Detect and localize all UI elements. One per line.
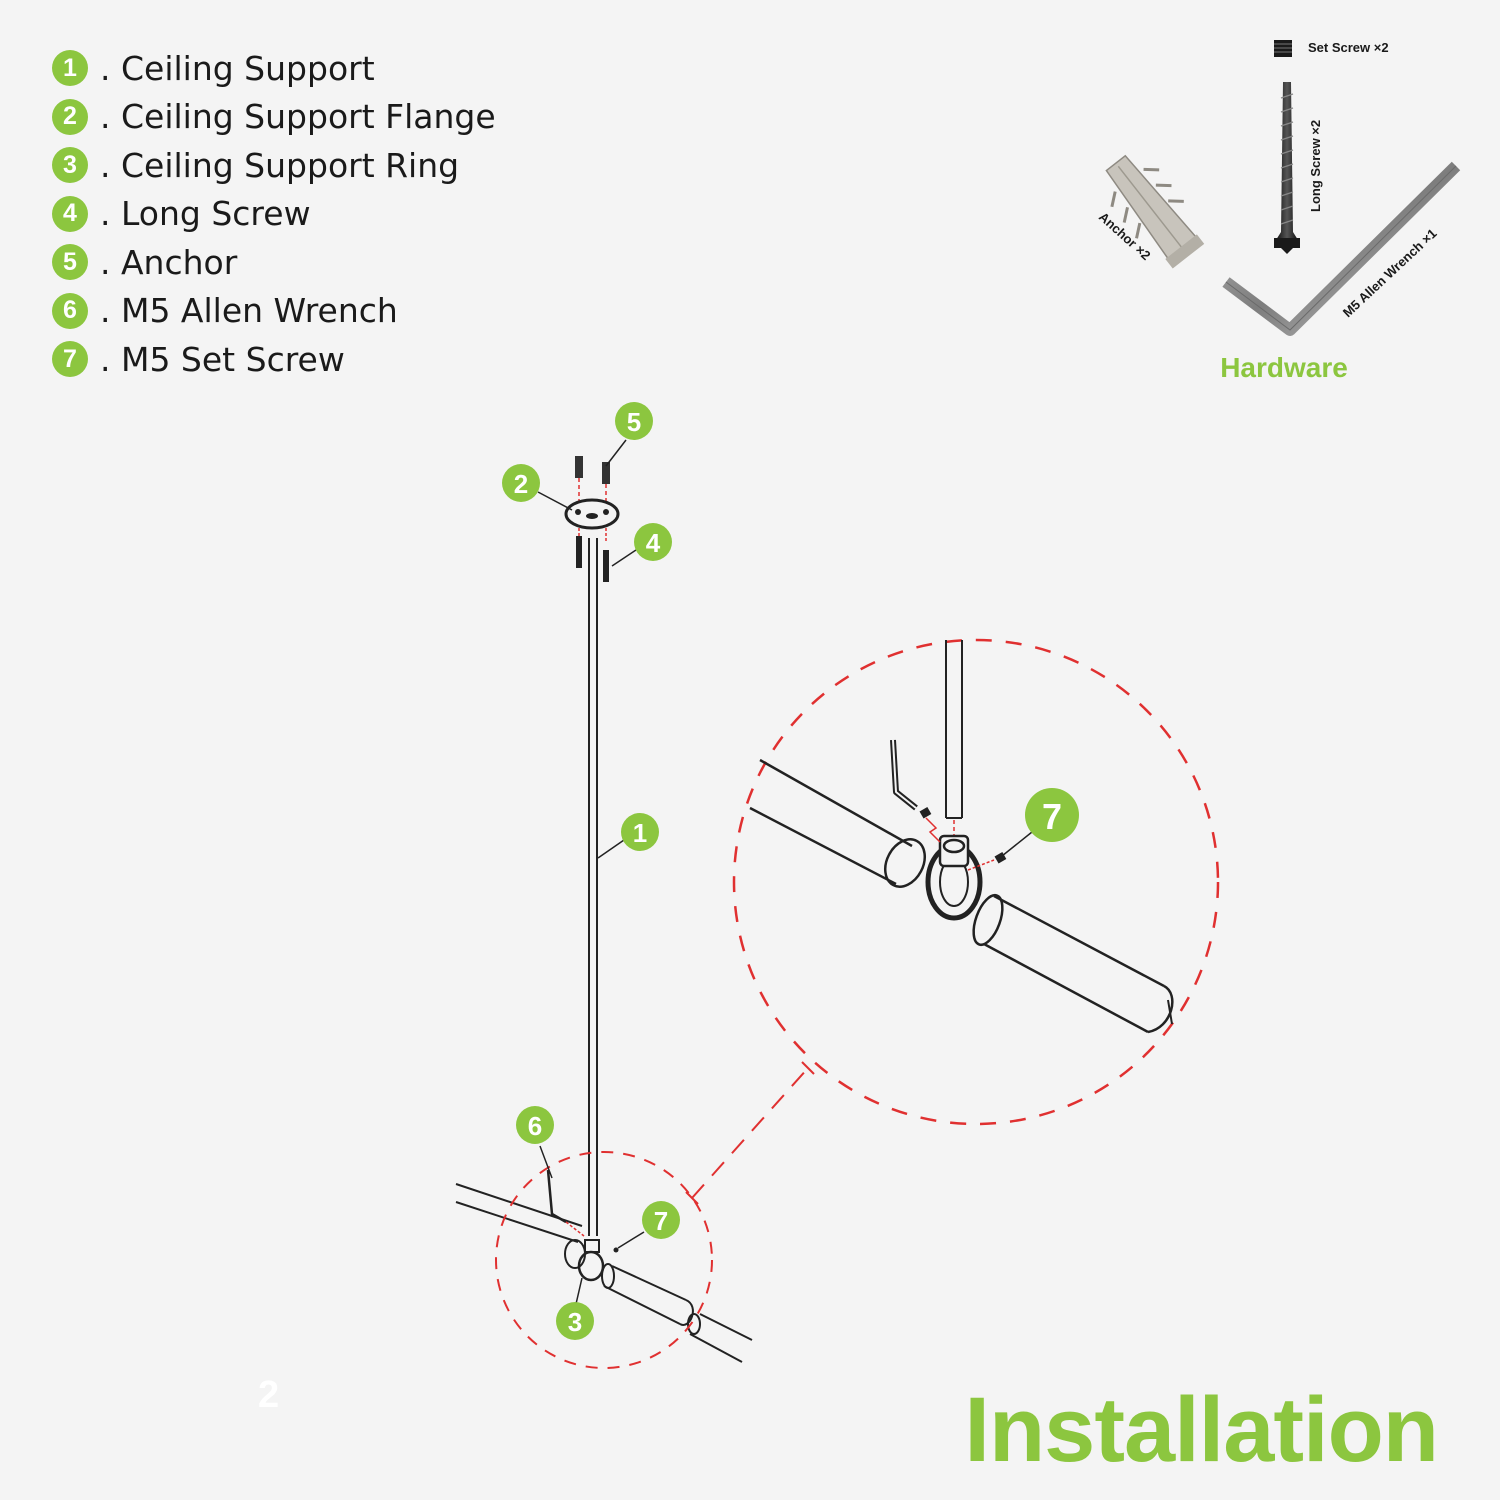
main-assembly: 1 2 3 4 5 6 7 [455,402,1033,1369]
legend-number-badge: 7 [52,341,88,378]
callout-number: 5 [627,407,641,437]
set-screw-icon [1274,40,1292,57]
callout-7-zoom: 7 [1025,788,1079,842]
legend-item-ceiling-support: 1 . Ceiling Support [52,44,496,93]
legend-item-set-screw: 7 . M5 Set Screw [52,335,496,384]
callout-number: 2 [514,469,528,499]
callout-5: 5 [615,402,653,440]
allen-wrench-icon [1222,161,1461,336]
callout-number: 4 [646,528,661,558]
detail-circle-large [732,638,1220,1126]
legend-number-badge: 2 [52,98,88,135]
legend-item-anchor: 5 . Anchor [52,238,496,287]
legend-item-label: . M5 Set Screw [100,339,345,379]
anchor-pair [575,456,610,502]
page-title: Installation [964,1379,1439,1481]
long-screw-pair [576,528,609,582]
callout-number: 1 [633,818,647,848]
long-screw-icon [1274,82,1300,254]
flange [564,498,620,530]
parts-legend: 1 . Ceiling Support 2 . Ceiling Support … [52,44,496,384]
set-screw-label: Set Screw ×2 [1308,40,1389,55]
legend-item-ceiling-support-ring: 3 . Ceiling Support Ring [52,141,496,190]
legend-number-badge: 3 [52,147,88,184]
callout-number: 7 [654,1206,668,1236]
anchor-icon [1105,154,1205,269]
callout-7: 7 [642,1201,680,1239]
callout-3: 3 [556,1302,594,1340]
callout-number: 6 [528,1111,542,1141]
legend-item-long-screw: 4 . Long Screw [52,190,496,239]
legend-item-ceiling-support-flange: 2 . Ceiling Support Flange [52,93,496,142]
legend-item-label: . Long Screw [100,194,311,234]
legend-item-label: . Ceiling Support Ring [100,145,460,185]
long-screw-label: Long Screw ×2 [1308,120,1323,212]
zoom-detail: 7 [732,638,1220,1126]
page-number: 2 [258,1374,280,1416]
detail-circle-small [495,1151,713,1369]
legend-item-label: . Ceiling Support Flange [100,97,496,137]
hardware-title: Hardware [1220,352,1348,383]
callout-leaders [537,439,1033,1305]
detail-connector-line [691,1067,809,1199]
legend-number-badge: 1 [52,50,88,87]
hardware-group: Set Screw ×2 Long Screw ×2 [1096,40,1461,336]
callout-4: 4 [634,523,672,561]
legend-item-label: . M5 Allen Wrench [100,291,398,331]
callout-number: 3 [568,1307,582,1337]
legend-number-badge: 5 [52,244,88,281]
callout-1: 1 [621,813,659,851]
callout-6: 6 [516,1106,554,1144]
callout-2: 2 [502,464,540,502]
legend-number-badge: 6 [52,292,88,329]
legend-item-label: . Anchor [100,242,238,282]
legend-number-badge: 4 [52,195,88,232]
callout-number: 7 [1042,796,1062,837]
legend-item-label: . Ceiling Support [100,48,375,88]
bottom-pipe-assembly [455,1169,753,1363]
legend-item-allen-wrench: 6 . M5 Allen Wrench [52,287,496,336]
ceiling-support-rod [588,538,598,1236]
